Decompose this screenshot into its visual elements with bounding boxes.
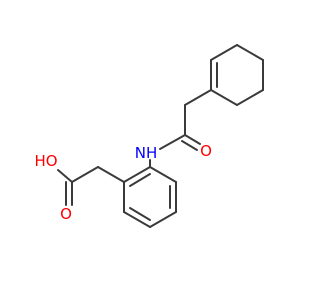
bond-carbonyl-n — [159, 134, 186, 150]
bond-carbonyl-o-2 — [181, 140, 198, 151]
bond-c2-c3 — [210, 44, 238, 61]
bond-ar-1-2 — [149, 166, 177, 183]
bond-ring-ch2-acid — [97, 166, 125, 183]
bond-c6-c1 — [210, 89, 238, 106]
bond-ar-4-5-inner — [129, 207, 151, 221]
molecule-structure: NH O HO O — [34, 44, 264, 228]
acid-hydroxyl-label: HO — [34, 152, 57, 170]
nh-label: NH — [135, 144, 158, 162]
bond-carbonyl-o-1 — [184, 134, 201, 145]
bond-c-oh — [57, 169, 73, 183]
amide-oxygen-label: O — [200, 142, 212, 160]
bond-ar-3-4 — [149, 211, 177, 228]
bond-ring-ch2 — [184, 89, 212, 106]
bond-c3-c4 — [236, 44, 264, 61]
bond-ch2-cooh — [71, 166, 99, 183]
acid-carbonyl-oxygen-label: O — [60, 205, 72, 223]
bond-ar-6-1 — [123, 166, 151, 183]
bond-ar-6-1-inner — [129, 173, 151, 187]
bond-c5-c6 — [236, 89, 264, 106]
bond-ar-4-5 — [123, 211, 151, 228]
